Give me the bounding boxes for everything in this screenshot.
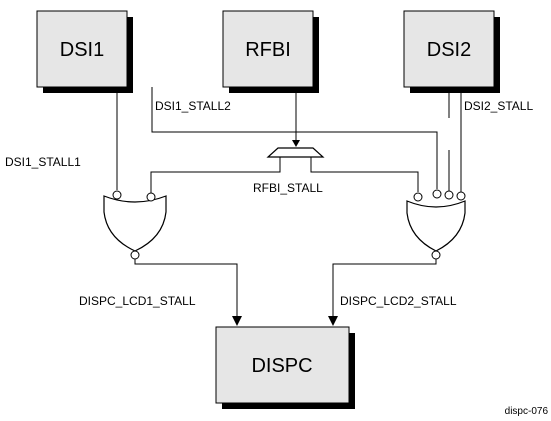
left-gate-input-bubble-1 <box>112 190 122 200</box>
dsi1-block <box>36 10 128 88</box>
rfbi-block <box>222 10 314 88</box>
rfbi-stall-wire-left <box>150 157 281 193</box>
dispc-lcd2-stall-label: DISPC_LCD2_STALL <box>340 294 457 308</box>
dsi2-block <box>403 10 495 88</box>
dsi1-stall2-label: DSI1_STALL2 <box>155 99 231 113</box>
figure-id: dispc-076 <box>505 406 549 417</box>
left-gate-output-bubble <box>130 250 140 260</box>
dispc-lcd1-arrowhead <box>232 316 242 326</box>
left-gate-input-bubble-2 <box>146 192 156 202</box>
dsi1-stall1-label: DSI1_STALL1 <box>5 155 81 169</box>
dsi1-label: DSI1 <box>60 39 104 61</box>
dispc-lcd1-stall-label: DISPC_LCD1_STALL <box>79 294 196 308</box>
dispc-block <box>215 326 350 404</box>
dsi1-stall2-wire <box>151 87 438 189</box>
rfbi-label: RFBI <box>245 39 291 61</box>
right-gate-input-bubble-2 <box>432 189 442 199</box>
dispc-lcd1-stall-wire <box>134 259 238 316</box>
left-nor-gate <box>103 195 167 252</box>
rfbi-stall-wire-right <box>310 157 419 192</box>
rfbi-mux <box>266 147 325 158</box>
right-gate-input-bubble-3 <box>444 190 454 200</box>
dsi2-stall-label: DSI2_STALL <box>464 99 533 113</box>
right-gate-input-bubble-4 <box>456 191 466 201</box>
rfbi-stall-label: RFBI_STALL <box>253 181 323 195</box>
rfbi-arrowhead <box>292 140 300 147</box>
right-gate-output-bubble <box>431 250 441 260</box>
dsi2-label: DSI2 <box>427 39 471 61</box>
right-gate-input-bubble-1 <box>413 192 423 202</box>
right-nor-gate <box>406 200 466 252</box>
dispc-lcd2-stall-wire <box>332 259 437 316</box>
dispc-label: DISPC <box>251 355 312 377</box>
dispc-lcd2-arrowhead <box>328 316 338 326</box>
